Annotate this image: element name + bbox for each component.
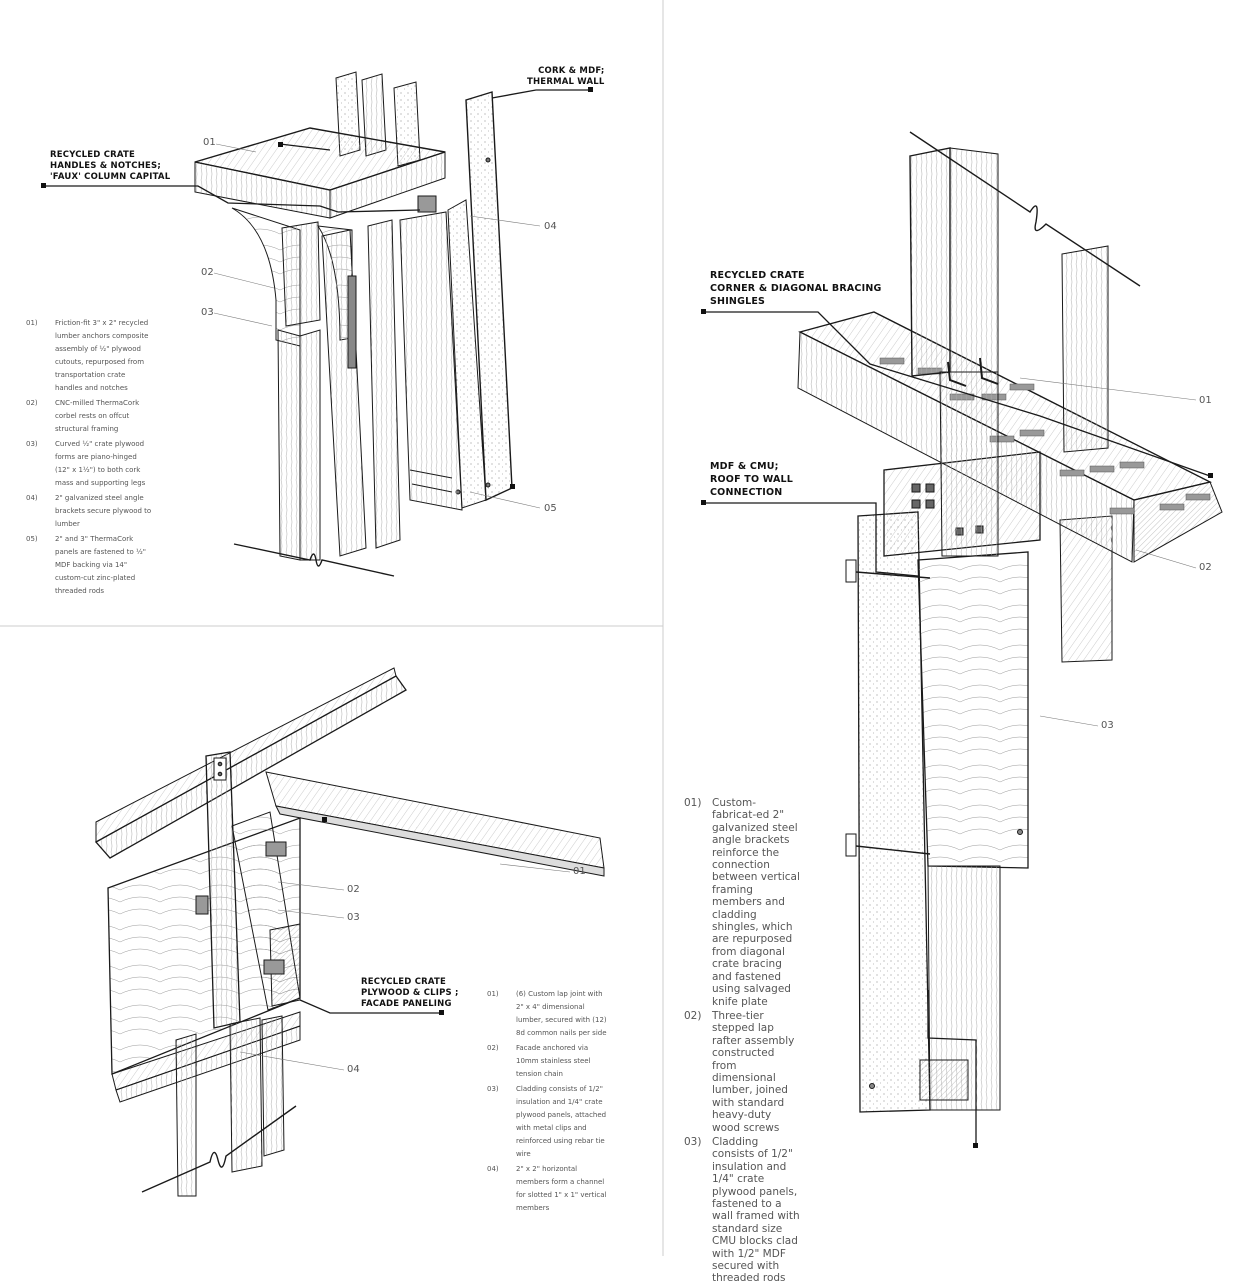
roof-wall-assembly-drawing xyxy=(797,131,1223,1113)
panel-b-notes: 01) (6) Custom lap joint with 2" x 4" dim… xyxy=(487,988,609,1217)
panel-a-note: 04) 2" galvanized steel angle brackets se… xyxy=(26,492,152,531)
note-text: Three-tier stepped lap rafter assembly c… xyxy=(712,1009,795,1134)
panel-c-note: 02) Three-tier stepped lap rafter assembl… xyxy=(684,1010,800,1134)
note-text: Custom-fabricat-ed 2" galvanized steel a… xyxy=(712,797,800,1008)
panel-a-leaders xyxy=(213,143,541,509)
panel-a-number-04: 04 xyxy=(544,221,557,232)
facade-callout-marker xyxy=(439,1010,444,1015)
capital-callout-marker xyxy=(41,183,46,188)
panel-a-note: 03) Curved ½" crate plywood forms are pia… xyxy=(26,438,152,490)
note-number: 03) xyxy=(684,1135,702,1148)
panel-a-rod-marker xyxy=(510,484,515,489)
panel-b-note: 02) Facade anchored via 10mm stainless st… xyxy=(487,1042,609,1081)
panel-a-number-02: 02 xyxy=(201,267,214,278)
panel-a-number-01: 01 xyxy=(203,137,216,148)
note-number: 04) xyxy=(26,494,38,502)
note-number: 03) xyxy=(487,1085,499,1093)
note-text: 2" galvanized steel angle brackets secur… xyxy=(55,494,152,528)
note-number: 05) xyxy=(26,535,38,543)
capital-assembly-drawing xyxy=(194,71,513,577)
capital-callout: RECYCLED CRATE HANDLES & NOTCHES; 'FAUX'… xyxy=(50,150,171,182)
panel-b-number-04: 04 xyxy=(347,1064,360,1075)
panel-a-notes: 01) Friction-fit 3" x 2" recycled lumber … xyxy=(26,317,152,600)
panel-c-base-marker xyxy=(973,1143,978,1148)
panel-b-number-01: 01 xyxy=(573,866,586,877)
panel-c-number-01: 01 xyxy=(1199,395,1212,406)
drawing-canvas xyxy=(0,0,1223,1256)
note-text: Curved ½" crate plywood forms are piano-… xyxy=(55,440,146,487)
facade-callout: RECYCLED CRATE PLYWOOD & CLIPS ; FACADE … xyxy=(361,977,459,1009)
panel-b-beam-marker xyxy=(322,817,327,822)
panel-c-callout-lines xyxy=(704,311,1211,1146)
panel-a-note: 01) Friction-fit 3" x 2" recycled lumber … xyxy=(26,317,152,395)
panel-b-leaders xyxy=(239,863,571,1071)
note-text: Friction-fit 3" x 2" recycled lumber anc… xyxy=(55,319,149,392)
note-number: 02) xyxy=(684,1009,702,1022)
note-text: 2" and 3" ThermaCork panels are fastened… xyxy=(55,535,146,595)
panel-c-notes: 01) Custom-fabricat-ed 2" galvanized stee… xyxy=(684,797,800,1287)
panel-c-note: 01) Custom-fabricat-ed 2" galvanized stee… xyxy=(684,797,800,1008)
shingles-callout-marker xyxy=(701,309,706,314)
panel-a-note: 05) 2" and 3" ThermaCork panels are faste… xyxy=(26,533,152,598)
panel-a-callout-lines xyxy=(44,89,590,213)
note-number: 01) xyxy=(26,319,38,327)
panel-a-top-marker xyxy=(278,142,283,147)
roof-wall-callout: MDF & CMU; ROOF TO WALL CONNECTION xyxy=(710,461,794,498)
panel-b-number-03: 03 xyxy=(347,912,360,923)
panel-c-number-03: 03 xyxy=(1101,720,1114,731)
panel-c-number-02: 02 xyxy=(1199,562,1212,573)
panel-b-callout-lines xyxy=(299,999,442,1014)
panel-b-note: 04) 2" x 2" horizontal members form a cha… xyxy=(487,1163,609,1215)
note-number: 01) xyxy=(487,990,499,998)
note-number: 02) xyxy=(487,1044,499,1052)
panel-b-number-02: 02 xyxy=(347,884,360,895)
panel-a-note: 02) CNC-milled ThermaCork corbel rests on… xyxy=(26,397,152,436)
note-text: Facade anchored via 10mm stainless steel… xyxy=(516,1044,591,1078)
panel-c-note: 03) Cladding consists of 1/2" insulation … xyxy=(684,1136,800,1285)
note-number: 02) xyxy=(26,399,38,407)
note-number: 04) xyxy=(487,1165,499,1173)
note-text: 2" x 2" horizontal members form a channe… xyxy=(516,1165,607,1212)
panel-a-number-03: 03 xyxy=(201,307,214,318)
panel-b-note: 03) Cladding consists of 1/2" insulation … xyxy=(487,1083,609,1161)
note-text: Cladding consists of 1/2" insulation and… xyxy=(516,1085,607,1158)
roof-callout-marker xyxy=(701,500,706,505)
panel-b-note: 01) (6) Custom lap joint with 2" x 4" dim… xyxy=(487,988,609,1040)
note-number: 01) xyxy=(684,797,702,809)
thermal-wall-callout: CORK & MDF; THERMAL WALL xyxy=(527,66,605,87)
panel-c-deck-marker xyxy=(1208,473,1213,478)
note-text: CNC-milled ThermaCork corbel rests on of… xyxy=(55,399,140,433)
facade-assembly-drawing xyxy=(94,667,605,1197)
note-text: (6) Custom lap joint with 2" x 4" dimens… xyxy=(516,990,607,1037)
shingles-callout: RECYCLED CRATE CORNER & DIAGONAL BRACING… xyxy=(710,270,882,307)
note-text: Cladding consists of 1/2" insulation and… xyxy=(712,1135,800,1285)
panel-c-leaders xyxy=(1019,377,1197,727)
note-number: 03) xyxy=(26,440,38,448)
panel-a-number-05: 05 xyxy=(544,503,557,514)
thermal-callout-marker xyxy=(588,87,593,92)
